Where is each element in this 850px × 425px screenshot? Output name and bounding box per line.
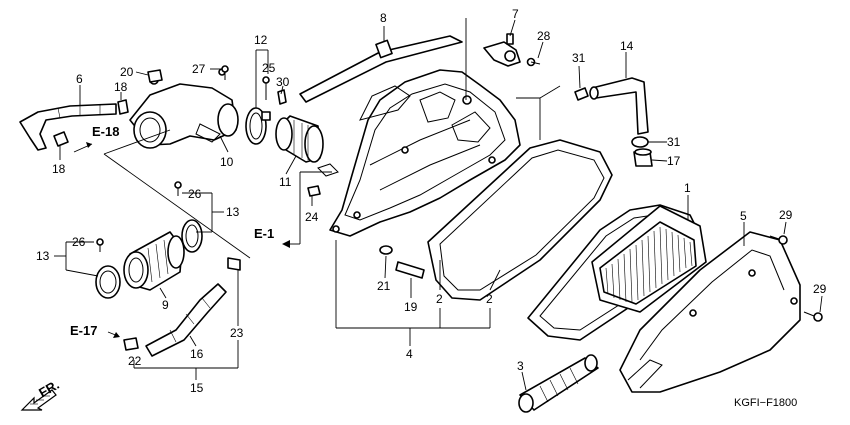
front-direction-label: FR. xyxy=(36,377,62,400)
hose-6 xyxy=(19,103,117,151)
reference-e1: E-1 xyxy=(254,226,274,241)
callout-22: 22 xyxy=(128,354,142,368)
callout-3: 3 xyxy=(517,359,524,373)
tube-band-12 xyxy=(245,107,271,145)
callout-31-upper: 31 xyxy=(572,51,586,65)
intake-snorkel xyxy=(518,354,599,413)
callout-26-lower: 26 xyxy=(72,235,86,249)
callout-13-lower: 13 xyxy=(36,249,50,263)
e18-arrow xyxy=(73,142,93,153)
callout-16: 16 xyxy=(190,347,204,361)
bolt-28 xyxy=(526,57,541,67)
breather-tube xyxy=(299,35,463,103)
bolt-27 xyxy=(221,65,229,80)
callout-29-lower: 29 xyxy=(813,282,827,296)
bolt-26-lower xyxy=(96,238,104,252)
callout-5: 5 xyxy=(740,209,747,223)
clip-31-lower xyxy=(631,136,649,148)
e1-arrow xyxy=(282,240,290,248)
callout-25: 25 xyxy=(262,61,276,75)
clip-18-lower xyxy=(53,131,69,147)
callout-10: 10 xyxy=(220,155,234,169)
callout-19: 19 xyxy=(404,300,418,314)
callout-24: 24 xyxy=(305,210,319,224)
reference-e17: E-17 xyxy=(70,323,97,338)
screw-25 xyxy=(262,76,270,100)
callout-2-left: 2 xyxy=(436,292,443,306)
clip-31-upper xyxy=(574,87,589,101)
callout-13-upper: 13 xyxy=(226,205,240,219)
callout-2-right: 2 xyxy=(486,292,493,306)
band-13-upper xyxy=(181,219,203,253)
intake-tube-11 xyxy=(275,115,324,163)
callout-17: 17 xyxy=(667,154,681,168)
callout-4: 4 xyxy=(406,347,413,361)
callout-1: 1 xyxy=(684,181,691,195)
callout-9: 9 xyxy=(162,298,169,312)
callout-18-upper: 18 xyxy=(114,80,128,94)
band-13-lower xyxy=(95,265,121,299)
callout-23: 23 xyxy=(230,326,244,340)
callout-12: 12 xyxy=(254,33,268,47)
e17-arrow xyxy=(107,331,120,338)
callout-21: 21 xyxy=(377,279,391,293)
gasket-large xyxy=(427,139,613,301)
diagram-code: KGFI−F1800 xyxy=(734,397,797,409)
callout-28: 28 xyxy=(537,29,551,43)
air-filter-element xyxy=(591,205,707,313)
callout-20: 20 xyxy=(120,65,134,79)
callout-14: 14 xyxy=(620,39,634,53)
screw-29-upper xyxy=(769,235,788,245)
callout-18-lower: 18 xyxy=(52,162,66,176)
collar-21 xyxy=(379,245,393,255)
drain-hose xyxy=(589,77,649,135)
callout-31-lower: 31 xyxy=(667,135,681,149)
plug-17 xyxy=(633,148,653,167)
connecting-tube xyxy=(129,68,239,149)
air-cleaner-cover xyxy=(619,231,801,393)
clip-22 xyxy=(123,337,139,351)
callout-11: 11 xyxy=(279,175,292,189)
callout-6: 6 xyxy=(76,72,83,86)
callout-30: 30 xyxy=(276,75,290,89)
clip-18-upper xyxy=(117,99,129,115)
air-cleaner-case xyxy=(317,69,521,237)
check-valve xyxy=(483,33,521,67)
callout-15: 15 xyxy=(190,381,204,395)
callout-8: 8 xyxy=(380,11,387,25)
callout-7: 7 xyxy=(512,7,519,21)
bolt-26-upper xyxy=(174,181,182,196)
callout-26-upper: 26 xyxy=(188,187,202,201)
drain-tube-16 xyxy=(145,283,227,357)
nut-20 xyxy=(147,69,163,83)
connecting-tube-9 xyxy=(123,231,185,291)
screw-29-lower xyxy=(803,311,823,322)
leader-lines xyxy=(54,18,823,391)
callout-29-upper: 29 xyxy=(779,208,793,222)
bolt-19 xyxy=(395,261,425,279)
washer-24 xyxy=(307,185,321,197)
reference-e18: E-18 xyxy=(92,124,119,139)
clip-30 xyxy=(277,89,287,105)
front-direction-arrow xyxy=(20,389,57,411)
clip-23 xyxy=(227,257,241,271)
callout-27: 27 xyxy=(192,62,206,76)
